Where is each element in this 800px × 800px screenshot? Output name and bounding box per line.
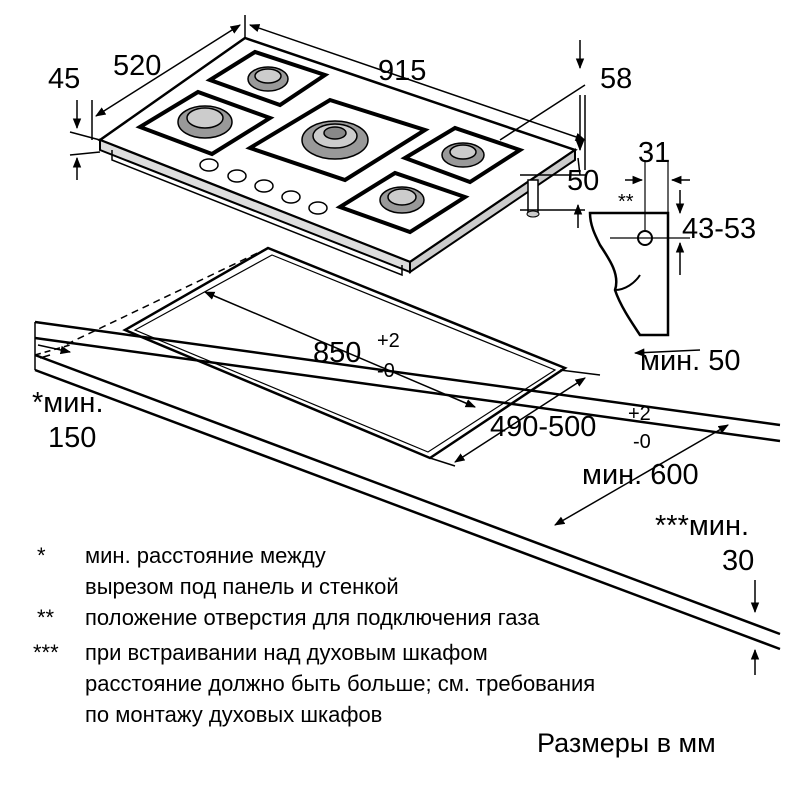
dim-min-depth: мин. 600	[582, 459, 699, 491]
units-caption: Размеры в мм	[537, 728, 716, 758]
dim-cutout-width-tol-plus: +2	[377, 330, 400, 352]
hob-dimension-lines	[69, 15, 586, 228]
dim-cutout-depth-tol-minus: -0	[633, 431, 651, 453]
note-2-line-1: положение отверстия для подключения газа	[85, 605, 540, 630]
dim-min-side-label: *мин.	[32, 387, 104, 419]
cutout-dimension-lines	[37, 291, 760, 675]
dim-depth: 520	[113, 50, 161, 82]
dim-cutout-width-tol-minus: -0	[377, 360, 395, 382]
dim-width: 915	[378, 55, 426, 87]
dim-min-back: мин. 50	[640, 345, 741, 377]
dim-gas-mark: **	[618, 191, 634, 213]
dim-cutout-depth-tol-plus: +2	[628, 403, 651, 425]
dim-gas-height: 43-53	[682, 213, 756, 245]
dim-edge-45: 45	[48, 63, 80, 95]
dim-min-below-label: ***мин.	[655, 510, 749, 542]
note-2-mark: **	[37, 605, 55, 630]
note-3-mark: ***	[33, 640, 59, 665]
note-3-line-1: при встраивании над духовым шкафом	[85, 640, 488, 665]
dim-cutout-depth: 490-500	[490, 411, 596, 443]
dim-min-side-value: 150	[48, 422, 96, 454]
note-3-line-2: расстояние должно быть больше; см. требо…	[85, 671, 596, 696]
dim-cutout-width: 850	[313, 337, 361, 369]
dim-height-50: 50	[567, 165, 599, 197]
dim-gas-offset: 31	[638, 137, 670, 169]
note-1-mark: *	[37, 543, 46, 568]
dim-height-58: 58	[600, 63, 632, 95]
gas-connection-detail	[588, 160, 690, 337]
note-1-line-1: мин. расстояние между	[85, 543, 326, 568]
note-1-line-2: вырезом под панель и стенкой	[85, 574, 399, 599]
note-3-line-3: по монтажу духовых шкафов	[85, 702, 383, 727]
control-knobs	[199, 158, 328, 215]
dim-min-below-value: 30	[722, 545, 754, 577]
